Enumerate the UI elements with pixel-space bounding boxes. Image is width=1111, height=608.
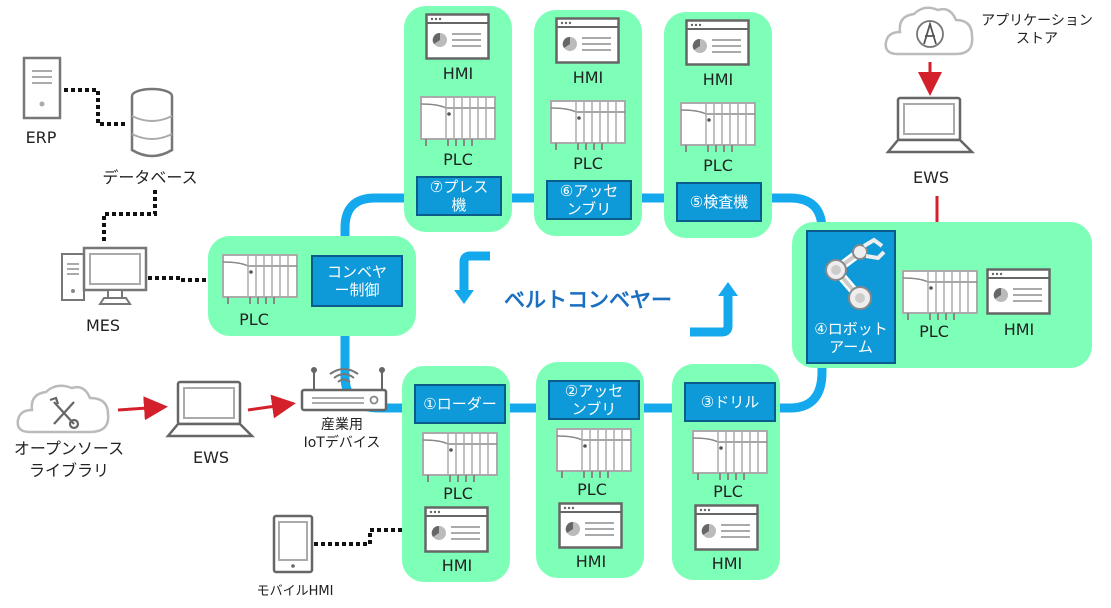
stage-box: ⑥アッセ ンブリ [546, 180, 632, 220]
stage-robot-arm: ④ロボット アーム [806, 230, 896, 364]
stage-line-2: ー制御 [334, 281, 380, 299]
tablet-icon [272, 514, 314, 574]
plc-label: PLC [443, 150, 473, 169]
belt-conveyor-title: ベルトコンベヤー [504, 288, 672, 312]
stage-box: ⑤検査機 [676, 182, 762, 222]
stage-box: ②アッセ ンブリ [548, 380, 640, 420]
robot-plc-label: PLC [919, 322, 949, 341]
plc-icon [550, 100, 626, 160]
stage-line-2: アーム [829, 338, 873, 356]
app-store-cloud-icon [884, 6, 974, 56]
database-node: データベース [90, 87, 210, 188]
iot-device-label: 産業用 IoTデバイス [292, 416, 392, 452]
hmi-icon [424, 506, 490, 558]
conveyor-plc-label: PLC [239, 310, 269, 329]
stage-line-1: ⑥アッセ [559, 182, 619, 200]
stage-line-1: ⑦プレス [429, 178, 489, 196]
plc-label: PLC [703, 156, 733, 175]
open-source-line-2: ライブラリ [28, 461, 109, 480]
app-store-label: アプリケーション ストア [972, 12, 1102, 48]
stage-line-1: ①ローダー [423, 395, 497, 413]
stage-line-1: ④ロボット [814, 320, 888, 338]
plc-icon [692, 430, 768, 490]
plc-icon [680, 102, 756, 162]
hmi-icon [555, 17, 621, 69]
erp-node: ERP [18, 56, 66, 154]
mes-label: MES [85, 316, 121, 335]
stage-box: ⑦プレス 機 [416, 176, 502, 216]
ews-left-label: EWS [192, 448, 230, 467]
plc-label: PLC [573, 154, 603, 173]
stage-line-2: ンブリ [566, 200, 612, 218]
iot-line-1: 産業用 [321, 417, 363, 433]
mobile-hmi-label: モバイルHMI [256, 584, 334, 599]
plc-icon [420, 96, 496, 156]
stage-box: ③ドリル [684, 382, 776, 422]
stage-line-2: 機 [451, 196, 467, 214]
stage-line-2: ンブリ [571, 400, 617, 418]
stage-box: ①ローダー [414, 384, 506, 424]
database-icon [130, 87, 174, 158]
stage-conveyor-control: コンベヤ ー制御 [311, 255, 403, 307]
robot-arm-icon [825, 237, 886, 310]
hmi-icon [694, 504, 760, 556]
plc-label: PLC [713, 482, 743, 501]
stage-line-1: ②アッセ [564, 382, 624, 400]
stage-line-1: ⑤検査機 [689, 193, 749, 211]
plc-icon [222, 254, 298, 304]
hmi-label: HMI [572, 68, 604, 87]
app-store-line-2: ストア [1016, 31, 1058, 47]
hmi-icon [425, 13, 491, 65]
iot-line-2: IoTデバイス [303, 435, 381, 451]
plc-icon [902, 270, 978, 321]
server-icon [22, 56, 62, 120]
ews-right-label: EWS [912, 168, 950, 187]
belt-direction-arrow-left [454, 251, 490, 304]
hmi-label: HMI [442, 64, 474, 83]
erp-label: ERP [25, 128, 57, 147]
plc-label: PLC [577, 480, 607, 499]
belt-direction-arrow-right [690, 282, 738, 337]
open-source-cloud-icon [16, 384, 110, 434]
hmi-label: HMI [575, 552, 607, 571]
stage-line-1: ③ドリル [700, 393, 760, 411]
plc-icon [422, 432, 498, 492]
open-source-line-1: オープンソース [13, 439, 125, 458]
hmi-icon [558, 502, 624, 554]
laptop-icon [165, 380, 256, 438]
stage-line-1: コンベヤ [326, 263, 387, 281]
laptop-icon [885, 96, 976, 154]
hmi-label: HMI [702, 70, 734, 89]
plc-icon [556, 428, 632, 488]
database-label: データベース [102, 168, 198, 187]
hmi-label: HMI [711, 554, 743, 573]
app-store-line-1: アプリケーション [981, 13, 1093, 29]
hmi-icon [986, 268, 1051, 315]
open-source-label: オープンソース ライブラリ [4, 438, 134, 482]
robot-hmi-label: HMI [1003, 320, 1035, 339]
plc-label: PLC [443, 484, 473, 503]
mes-node: MES [58, 246, 153, 341]
hmi-icon [685, 19, 751, 71]
desktop-computer-icon [61, 246, 148, 305]
iot-router-icon [300, 367, 388, 412]
hmi-label: HMI [441, 556, 473, 575]
